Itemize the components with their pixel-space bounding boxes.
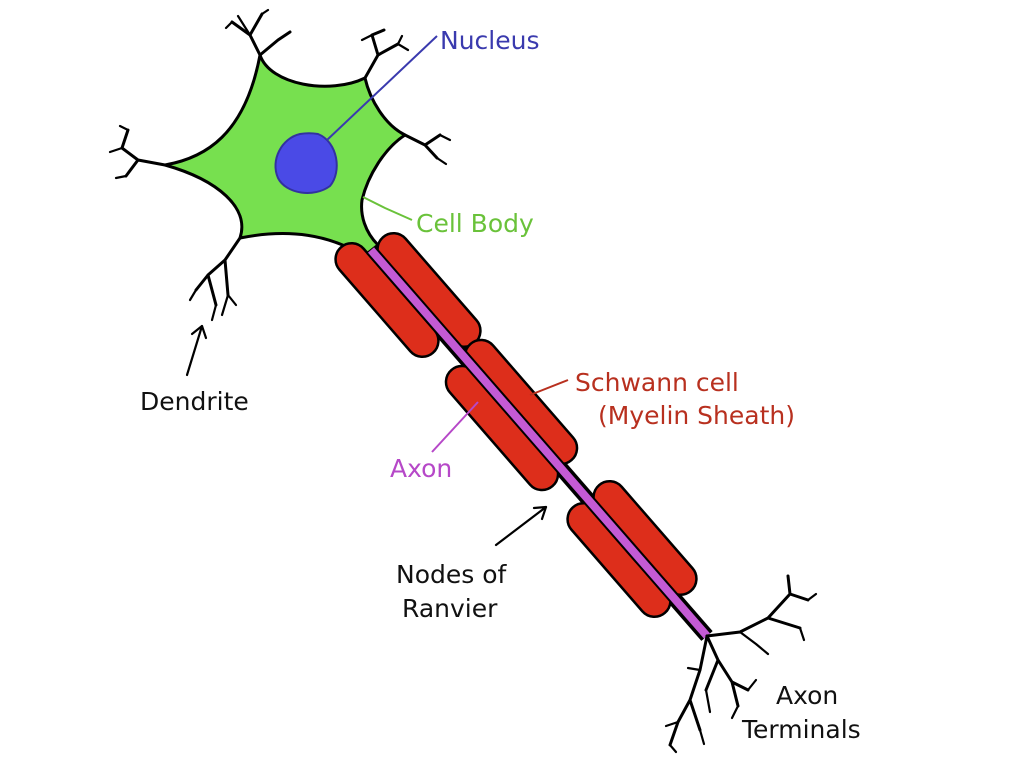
dendrite-label: Dendrite (140, 387, 249, 416)
axon-terminals (664, 574, 818, 754)
dendrite-branches (108, 8, 452, 322)
myelin-sheath-label: (Myelin Sheath) (598, 401, 795, 430)
nodes-label-line1: Nodes of (396, 560, 508, 589)
axon-label: Axon (390, 454, 452, 483)
schwann-cell-label: Schwann cell (575, 368, 739, 397)
cell-body-leader (362, 196, 413, 221)
axon-terminals-label-line1: Axon (776, 681, 838, 710)
nucleus (274, 132, 338, 194)
cell-body-label: Cell Body (416, 209, 534, 238)
nucleus-leader (326, 35, 438, 141)
dendrite-arrow (185, 324, 208, 377)
myelin-sheath (334, 231, 698, 619)
nodes-arrow (494, 505, 548, 547)
nucleus-label: Nucleus (440, 26, 540, 55)
axon-terminals-label-line2: Terminals (741, 715, 861, 744)
schwann-leader (529, 379, 569, 396)
axon-leader (431, 401, 479, 453)
axon-core (367, 247, 711, 639)
nodes-label-line2: Ranvier (402, 594, 498, 623)
